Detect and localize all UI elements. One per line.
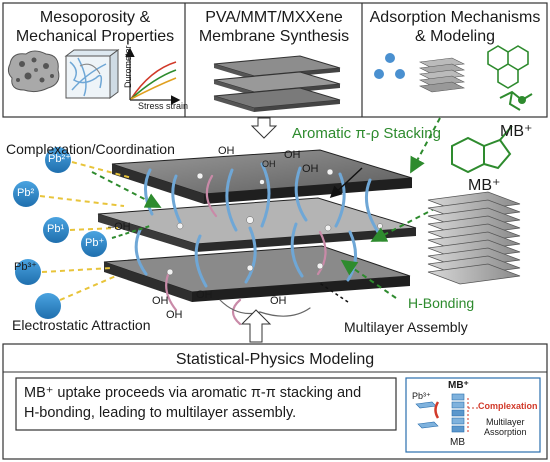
pb-ion-2-label: Pb² xyxy=(17,187,35,199)
ion-dots-icon xyxy=(374,53,405,79)
oh-label-5: –OH xyxy=(108,221,131,233)
panel1-title-line1: Mesoporosity & xyxy=(39,9,151,26)
mb-stack-icon xyxy=(427,191,521,285)
oh-label-8: OH xyxy=(166,309,183,321)
oh-label-2: OH xyxy=(284,149,301,161)
summary-line1: MB⁺ uptake proceeds via aromatic π-π sta… xyxy=(24,385,362,401)
inset-label-mb-bottom: MB xyxy=(450,437,465,448)
label-multilayer: Multilayer Assembly xyxy=(344,319,468,335)
polymer-fibers xyxy=(134,162,380,326)
mb-molecule-icon xyxy=(451,125,513,174)
graph-y-label: Durometer xyxy=(123,45,133,88)
pb-ion-6 xyxy=(35,293,61,319)
oh-label-9: OH xyxy=(270,295,287,307)
oh-label-3: OH xyxy=(302,163,319,175)
aromatic-molecule-icon xyxy=(487,45,529,89)
panel3-title-line2: & Modeling xyxy=(414,28,496,45)
down-arrow-synthesis xyxy=(250,117,278,139)
inset-sheets xyxy=(415,393,478,434)
curve-green xyxy=(130,69,177,100)
electrostatic-lines xyxy=(39,161,133,301)
oh-label-7: OH xyxy=(196,289,213,301)
graph-x-label: Stress strain xyxy=(138,101,189,111)
curve-red xyxy=(130,61,177,100)
oh-label-1: OH xyxy=(218,145,235,157)
inset-diagram xyxy=(405,377,541,453)
panel3-title-line1: Adsorption Mechanisms xyxy=(369,9,541,26)
inset-label-multilayer: Multilayer xyxy=(486,417,525,427)
membrane-sheets-icon xyxy=(213,55,341,112)
label-pb-free: Pb³⁺ xyxy=(14,261,37,273)
membrane-bottom-sheet xyxy=(103,245,411,302)
aromatic-arrow xyxy=(410,117,441,174)
label-mb-top: MB⁺ xyxy=(500,123,533,140)
porous-material-icon xyxy=(7,50,60,93)
stacking-pointer xyxy=(329,167,363,199)
panel2-title-line1: PVA/MMT/MXXene xyxy=(205,9,343,26)
pb-ion-1 xyxy=(45,147,71,173)
membrane-middle-sheet xyxy=(97,197,417,252)
up-arrow-modeling xyxy=(240,309,272,343)
complexation-arrow xyxy=(91,171,162,208)
label-aromatic-stacking: Aromatic π-ρ Stacking xyxy=(292,125,441,142)
pb-ion-2 xyxy=(13,181,39,207)
oh-label-4: OH xyxy=(262,159,276,169)
pb-ion-4-label: Pb⁺ xyxy=(85,237,105,249)
mesh-structure-icon xyxy=(64,49,120,99)
inset-label-pb: Pb³⁺ xyxy=(412,391,431,401)
curve-orange xyxy=(130,77,177,100)
oh-label-6: OH xyxy=(152,295,169,307)
panel2-title-line2: Membrane Synthesis xyxy=(198,28,350,45)
pb-ion-3-label: Pb¹ xyxy=(47,223,65,235)
pb-ion-5 xyxy=(15,259,41,285)
inset-label-mb-top: MB⁺ xyxy=(448,380,469,391)
dye-molecule-icon xyxy=(499,90,533,111)
pb-ion-3 xyxy=(43,217,69,243)
label-h-bonding: H-Bonding xyxy=(408,295,475,311)
membrane-top-sheet xyxy=(111,149,413,204)
sheet-pores xyxy=(166,168,383,276)
panel1-title-line2: Mechanical Properties xyxy=(15,28,175,45)
stress-strain-graph xyxy=(125,47,181,105)
summary-line2: H-bonding, leading to multilayer assembl… xyxy=(24,405,297,421)
inset-label-complexation: Complexation xyxy=(478,401,538,411)
label-mb-mid: MB⁺ xyxy=(468,177,501,194)
bottom-title: Statistical-Physics Modeling xyxy=(175,351,375,368)
multilayer-line xyxy=(317,281,349,303)
summary-box xyxy=(15,377,397,431)
label-electrostatic: Electrostatic Attraction xyxy=(12,317,151,333)
h-bonding-arrow xyxy=(340,259,397,299)
label-complexation: Complexation/Coordination xyxy=(6,141,175,157)
pb-ion-4 xyxy=(81,231,107,257)
stacking-arrow xyxy=(370,207,437,242)
pb-ion-1-label: Pb²⁺ xyxy=(48,153,71,165)
layered-stack-icon xyxy=(418,57,466,93)
inset-label-assorption: Assorption xyxy=(484,427,527,437)
